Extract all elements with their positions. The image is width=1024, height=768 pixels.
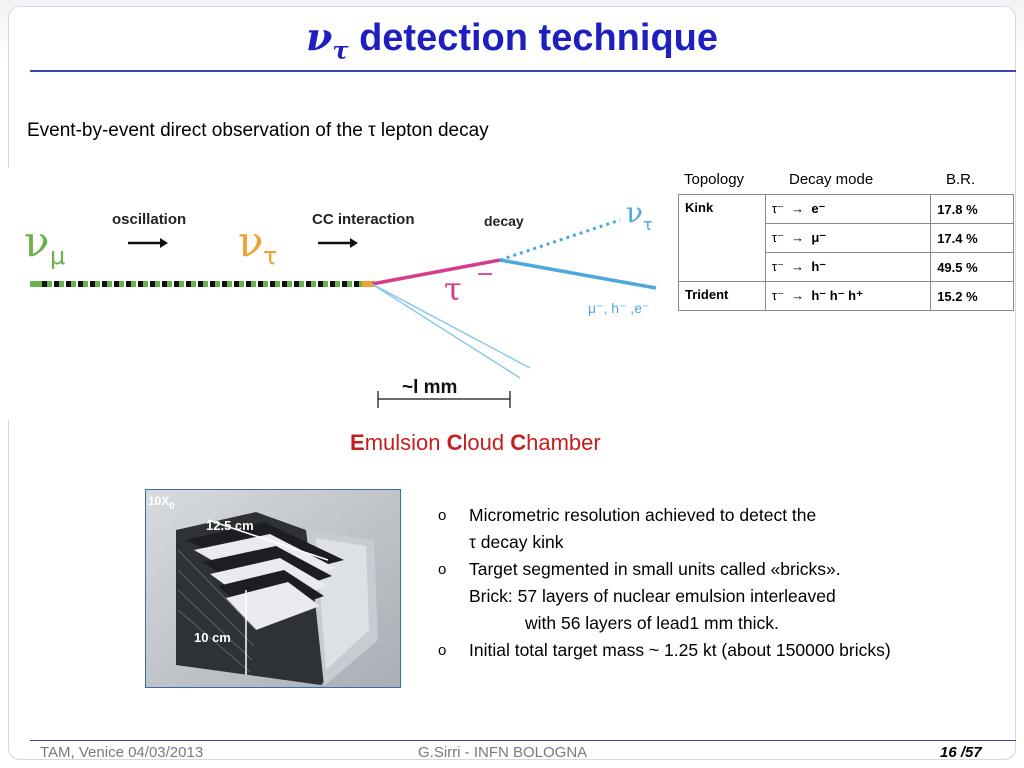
bullet-continuation: with 56 layers of lead1 mm thick. <box>525 613 779 633</box>
daughters-label: μ⁻, h⁻ ,e⁻ <box>588 300 649 316</box>
header-decay-mode: Decay mode <box>789 171 874 188</box>
decay-mode-cell: τ⁻ → e⁻ <box>764 194 932 224</box>
br-cell: 17.8 % <box>930 194 1014 224</box>
nu-mu-symbol: ν <box>24 217 50 266</box>
branching-ratio-grid: Kink τ⁻ → e⁻ 17.8 % τ⁻ → μ⁻ 17.4 % τ⁻ → … <box>678 194 1014 311</box>
footer-author: G.Sirri - INFN BOLOGNA <box>418 744 588 761</box>
nu-tau-symbol: ν <box>238 217 264 266</box>
table-row: τ⁻ → h⁻ 49.5 % <box>679 252 1014 282</box>
topology-trident: Trident <box>678 281 766 311</box>
decay-mode-cell: τ⁻ → μ⁻ <box>764 223 932 253</box>
nu-tau-out-symbol: ν <box>626 196 643 229</box>
cc-interaction-label: CC interaction <box>312 211 415 228</box>
footer-divider <box>30 740 1016 741</box>
branching-ratio-table: Topology Decay mode B.R. Kink τ⁻ → e⁻ 17… <box>678 168 1016 311</box>
bullet-marker: o <box>438 642 447 659</box>
header-topology: Topology <box>684 171 745 188</box>
bullet-marker: o <box>438 507 447 524</box>
footer-event: TAM, Venice 04/03/2013 <box>40 744 204 761</box>
width-label: 12.5 cm <box>206 518 254 533</box>
bullet-continuation: Brick: 57 layers of nuclear emulsion int… <box>469 586 836 606</box>
nu-tau-out-track <box>499 218 621 262</box>
scale-label: ~l mm <box>402 377 457 398</box>
title-divider <box>30 70 1016 72</box>
bullet-continuation: τ decay kink <box>469 532 564 552</box>
nu-tau-out-sub: τ <box>643 215 653 234</box>
bullet-marker: o <box>438 561 447 578</box>
decay-mode-cell: τ⁻ → h⁻ <box>764 252 932 282</box>
daughter-track <box>499 258 657 290</box>
table-row: Trident τ⁻ → h⁻ h⁻ h⁺ 15.2 % <box>678 281 1014 311</box>
topology-kink: Kink <box>678 194 766 282</box>
slide-title: ντ detection technique <box>0 14 1024 65</box>
radiation-length-label: 10X0 <box>148 494 174 511</box>
vertex-track-1 <box>371 283 531 369</box>
br-cell: 15.2 % <box>930 281 1014 311</box>
tau-label: τ <box>444 270 462 308</box>
title-text: detection technique <box>359 17 718 59</box>
nu-mu-sub: μ <box>50 242 65 270</box>
nu-tau-sub: τ <box>263 242 277 270</box>
brick-illustration: 12.5 cm 10 cm 10X0 <box>146 490 400 687</box>
ecc-caption: Emulsion Cloud Chamber <box>350 430 601 455</box>
slide-subtitle: Event-by-event direct observation of the… <box>27 120 489 141</box>
height-label: 10 cm <box>194 630 231 645</box>
header-br: B.R. <box>946 171 976 188</box>
title-symbol: ντ <box>305 14 349 65</box>
br-cell: 17.4 % <box>930 223 1014 253</box>
decay-label: decay <box>484 213 524 229</box>
tau-track <box>371 258 501 286</box>
vertex-track-2 <box>371 283 521 379</box>
brick-photo: 12.5 cm 10 cm 10X0 <box>145 489 401 688</box>
decay-mode-cell: τ⁻ → h⁻ h⁻ h⁺ <box>764 281 932 311</box>
tau-charge: − <box>476 262 494 287</box>
table-row: Kink τ⁻ → e⁻ 17.8 % <box>678 194 1014 282</box>
tau-decay-diagram: ν μ oscillation ν τ CC interaction decay… <box>0 168 665 420</box>
table-header: Topology Decay mode B.R. <box>678 168 1016 194</box>
page-number: 16 /57 <box>940 744 982 761</box>
oscillation-label: oscillation <box>112 211 186 228</box>
br-cell: 49.5 % <box>930 252 1014 282</box>
